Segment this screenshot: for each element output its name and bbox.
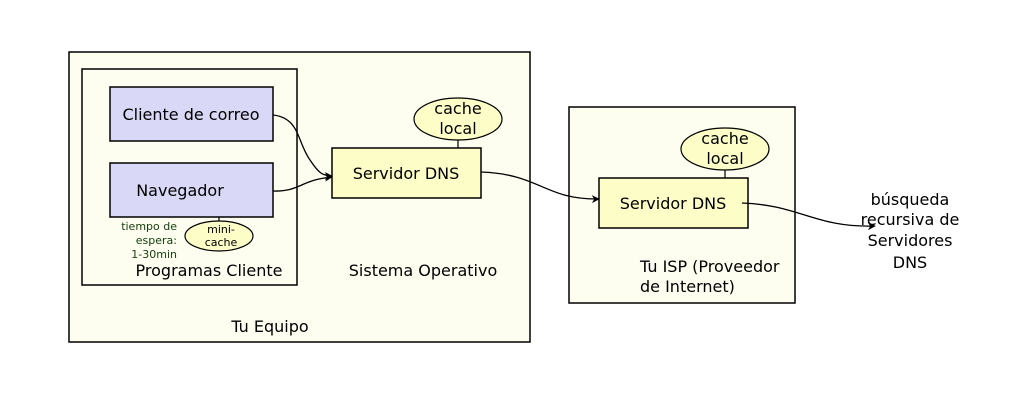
client-programs-label: Programas Cliente	[136, 261, 283, 280]
mini-cache-label-1: mini-	[207, 223, 235, 236]
timeout-note-line-2: espera:	[136, 234, 177, 247]
isp-cache-label-2: local	[706, 149, 743, 168]
arrow-local-dns-to-isp-dns	[480, 171, 600, 204]
recursive-lookup-line-3: Servidores	[868, 231, 953, 250]
browser-label: Navegador	[136, 181, 224, 200]
local-cache-ellipse	[413, 97, 503, 141]
browser-box	[109, 162, 274, 218]
mini-cache-label-2: cache	[205, 236, 238, 249]
recursive-lookup-line-4: DNS	[893, 253, 927, 272]
your-computer-label: Tu Equipo	[230, 317, 308, 336]
local-dns-server-label: Servidor DNS	[353, 164, 460, 183]
timeout-note-line-1: tiempo de	[121, 220, 177, 233]
mail-client-box	[109, 86, 274, 142]
isp-cache-label-1: cache	[701, 129, 748, 148]
recursive-lookup-line-1: búsqueda	[871, 190, 950, 209]
timeout-note-line-3: 1-30min	[131, 248, 177, 261]
arrow-mail-to-local-dns	[272, 114, 333, 180]
isp-label-1: Tu ISP (Proveedor	[639, 257, 780, 276]
os-label: Sistema Operativo	[349, 261, 497, 280]
recursive-lookup-line-2: recursiva de	[861, 210, 960, 229]
mail-client-label: Cliente de correo	[122, 105, 259, 124]
isp-cache-ellipse	[680, 127, 770, 171]
local-cache-label-2: local	[439, 119, 476, 138]
local-cache-label-1: cache	[434, 99, 481, 118]
isp-label-2: de Internet)	[640, 277, 735, 296]
arrow-browser-to-local-dns	[272, 173, 333, 192]
local-dns-server-box	[331, 147, 482, 199]
mini-cache-ellipse	[184, 220, 254, 252]
arrow-isp-dns-to-recursive	[741, 202, 876, 231]
isp-dns-server-label: Servidor DNS	[620, 194, 727, 213]
